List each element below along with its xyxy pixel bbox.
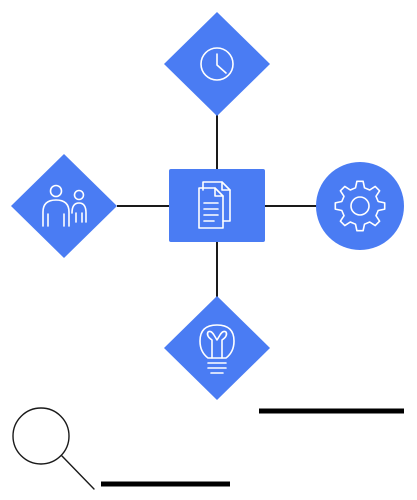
node-left-people — [11, 154, 117, 258]
clock-icon — [200, 47, 234, 81]
lightbulb-icon — [199, 324, 235, 374]
node-bottom-diamond — [164, 296, 270, 400]
connectors — [117, 115, 318, 297]
people-icon — [42, 184, 87, 227]
node-right-gear — [316, 162, 404, 250]
text-rules — [101, 408, 404, 487]
node-left-diamond — [11, 154, 117, 258]
magnifying-glass-icon — [12, 407, 95, 490]
node-center-documents — [169, 169, 265, 242]
node-center-square — [169, 169, 265, 242]
gear-icon — [334, 180, 386, 232]
node-top-clock — [164, 12, 270, 116]
node-right-circle — [316, 162, 404, 250]
node-bottom-lightbulb — [164, 296, 270, 400]
documents-icon — [198, 181, 231, 229]
